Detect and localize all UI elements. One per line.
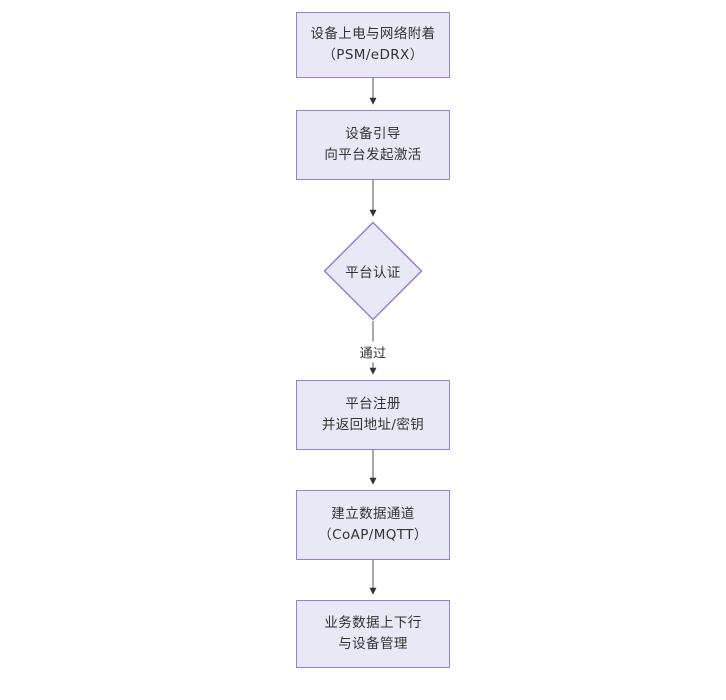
node-data-channel-setup[interactable]: 建立数据通道 （CoAP/MQTT） xyxy=(296,490,450,560)
node-business-data-and-management[interactable]: 业务数据上下行 与设备管理 xyxy=(296,600,450,668)
node-label-line1: 业务数据上下行 xyxy=(324,615,422,632)
node-platform-registration[interactable]: 平台注册 并返回地址/密钥 xyxy=(296,380,450,450)
node-label-line2: 向平台发起激活 xyxy=(324,147,422,163)
edge-label-pass: 通过 xyxy=(356,341,390,363)
node-label-line2: （CoAP/MQTT） xyxy=(318,527,428,543)
node-device-bootstrap[interactable]: 设备引导 向平台发起激活 xyxy=(296,110,450,180)
node-label-line2: 与设备管理 xyxy=(338,636,408,652)
node-label-line1: 建立数据通道 xyxy=(331,506,415,523)
node-label-line1: 设备上电与网络附着 xyxy=(310,26,436,43)
node-device-power-on[interactable]: 设备上电与网络附着 （PSM/eDRX） xyxy=(296,12,450,78)
node-label-line1: 平台注册 xyxy=(345,396,401,413)
node-label-line2: 并返回地址/密钥 xyxy=(321,417,425,433)
node-platform-authentication[interactable]: 平台认证 xyxy=(323,221,423,321)
diamond-shape xyxy=(323,221,423,321)
node-label-line2: （PSM/eDRX） xyxy=(322,47,424,63)
node-label-line1: 设备引导 xyxy=(345,126,401,143)
